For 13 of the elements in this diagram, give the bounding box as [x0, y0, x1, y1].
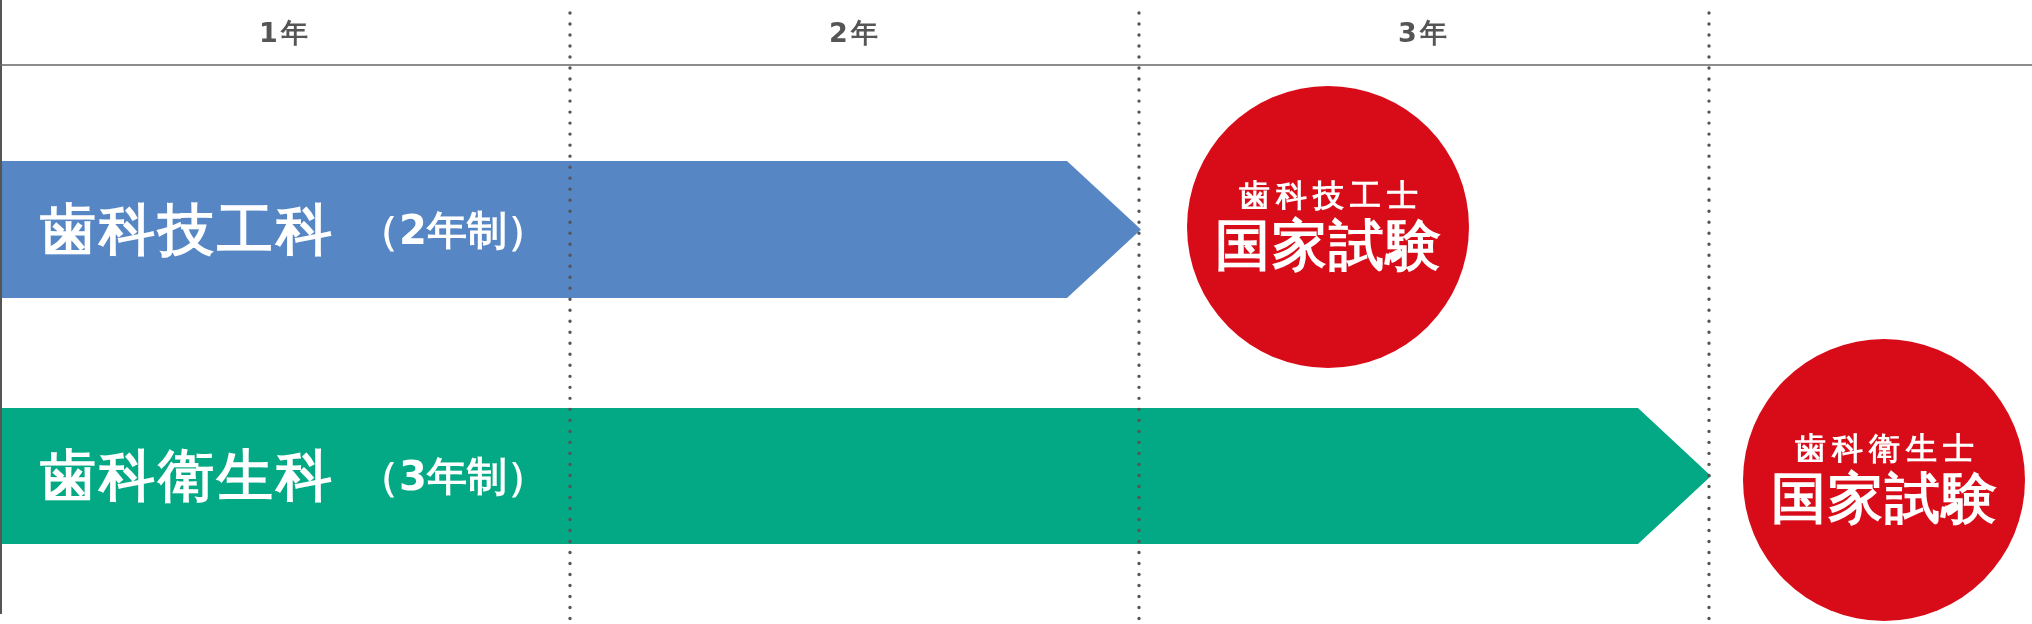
exam-qualification: 歯科技工士 — [1238, 176, 1424, 214]
year-label: 3年 — [1398, 16, 1450, 50]
year-label: 2年 — [829, 16, 881, 50]
arrow-band — [0, 408, 1711, 544]
course-name: 歯科衛生科 — [40, 445, 335, 507]
exam-title: 国家試験 — [1215, 213, 1443, 278]
year-label: 1年 — [259, 16, 311, 50]
course-duration: （3年制） — [359, 454, 547, 498]
exam-qualification: 歯科衛生士 — [1794, 429, 1980, 467]
arrow-band — [0, 161, 1141, 298]
course-name: 歯科技工科 — [40, 198, 335, 261]
course-duration: （2年制） — [359, 207, 547, 252]
exam-title: 国家試験 — [1771, 466, 1999, 531]
